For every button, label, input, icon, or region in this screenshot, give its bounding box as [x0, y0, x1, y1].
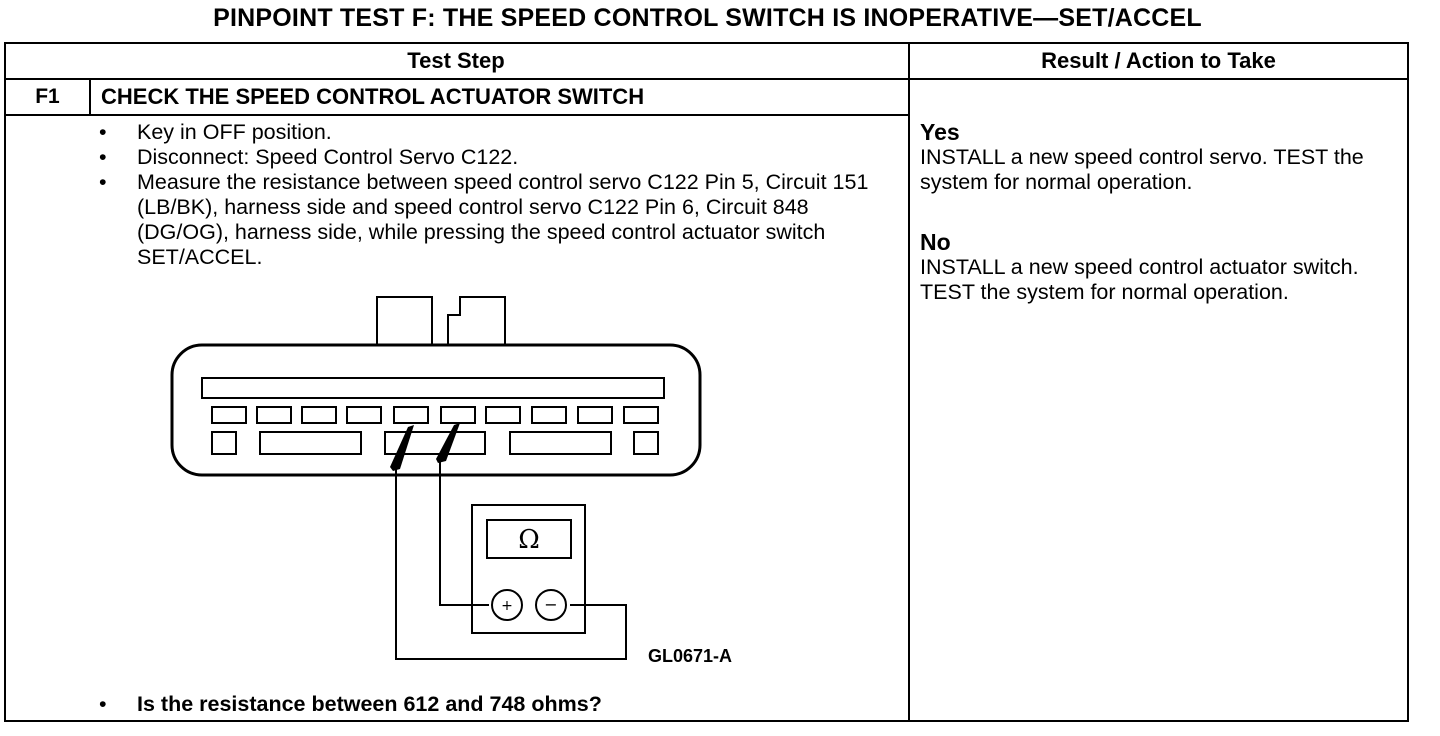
probe-tip-pin6: [436, 423, 460, 463]
probe-wire-pin5: [395, 468, 627, 660]
connector-diagram: Ω + −: [170, 296, 702, 660]
result-no-action: INSTALL a new speed control actuator swi…: [920, 255, 1359, 304]
connector-tab-left: [376, 296, 433, 345]
step-title: CHECK THE SPEED CONTROL ACTUATOR SWITCH: [101, 84, 645, 109]
step-instructions: Key in OFF position. Disconnect: Speed C…: [97, 120, 887, 270]
result-no: No INSTALL a new speed control actuator …: [920, 229, 1390, 305]
instruction-item: Disconnect: Speed Control Servo C122.: [97, 145, 887, 170]
instruction-item: Measure the resistance between speed con…: [97, 170, 887, 270]
instruction-item: Key in OFF position.: [97, 120, 887, 145]
result-no-label: No: [920, 229, 951, 255]
result-yes-action: INSTALL a new speed control servo. TEST …: [920, 145, 1364, 194]
figure-id: GL0671-A: [648, 646, 733, 666]
ohmmeter-plus-jack: [491, 589, 523, 621]
step-id: F1: [35, 85, 60, 108]
connector-body: [170, 343, 702, 477]
connector-tab-right: [447, 296, 506, 345]
probe-wire-pin6: [439, 461, 489, 606]
ohmmeter-minus-jack: [535, 589, 567, 621]
minus-symbol: −: [544, 595, 557, 614]
test-table-frame: [4, 42, 1409, 722]
result-yes-label: Yes: [920, 119, 960, 145]
column-header-result-action: Result / Action to Take: [1041, 48, 1276, 73]
step-question: Is the resistance between 612 and 748 oh…: [97, 692, 602, 717]
key-slot-row: [211, 431, 659, 455]
ohmmeter-display: [486, 519, 572, 559]
probe-tip-pin5: [390, 425, 414, 471]
result-yes: Yes INSTALL a new speed control servo. T…: [920, 119, 1390, 195]
step-id-divider: [89, 78, 91, 116]
ohmmeter-body: [471, 504, 586, 634]
header-divider: [4, 78, 1409, 80]
page-title: PINPOINT TEST F: THE SPEED CONTROL SWITC…: [213, 4, 1202, 32]
ohm-symbol: Ω: [518, 525, 540, 555]
pin-cavity-row: [211, 406, 659, 424]
plus-symbol: +: [501, 598, 513, 614]
column-header-test-step: Test Step: [407, 48, 505, 73]
connector-slot: [201, 377, 665, 399]
step-title-divider: [4, 114, 910, 116]
column-divider: [908, 42, 910, 722]
